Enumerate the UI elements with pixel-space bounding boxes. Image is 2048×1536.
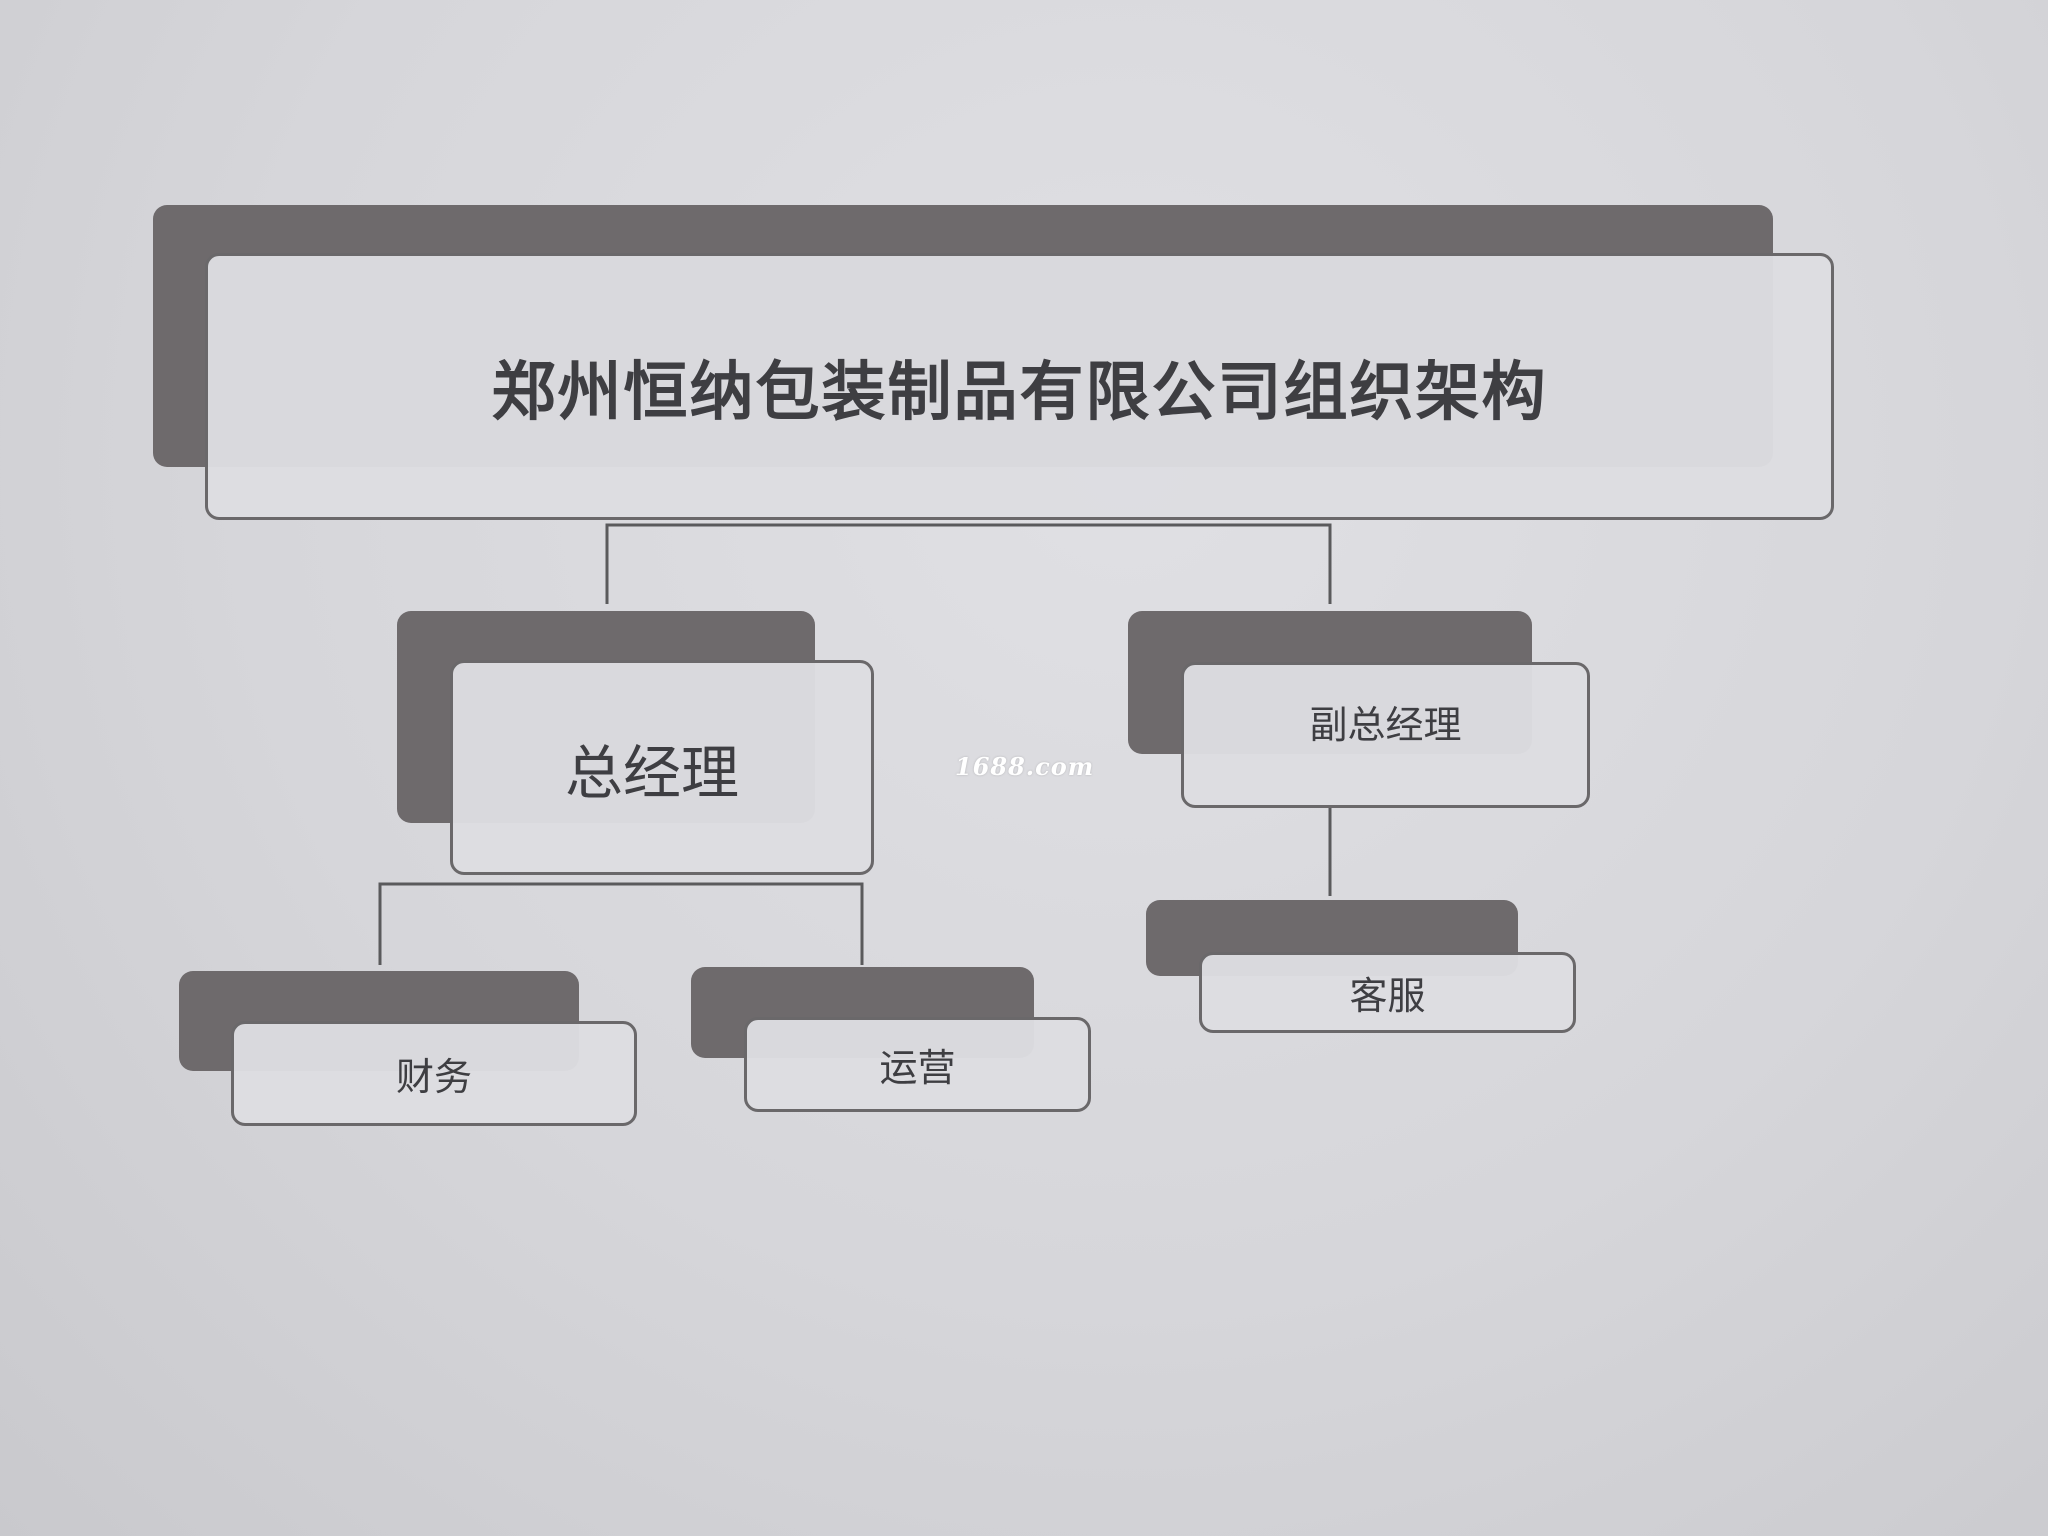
node-finance-label: 财务 [395, 1055, 472, 1099]
node-finance-face: 财务 [231, 1021, 637, 1126]
org-title-box-face: 郑州恒纳包装制品有限公司组织架构 [205, 253, 1834, 520]
org-title-box: 郑州恒纳包装制品有限公司组织架构 [153, 205, 1834, 520]
connector-title-to-managers [605, 523, 1332, 604]
node-deputy-general-manager-face: 副总经理 [1181, 662, 1590, 808]
node-deputy-general-manager-label: 副总经理 [1309, 702, 1462, 747]
node-general-manager-label: 总经理 [564, 738, 739, 807]
node-operations-label: 运营 [879, 1046, 956, 1090]
node-general-manager-face: 总经理 [450, 660, 874, 875]
node-finance: 财务 [179, 971, 637, 1126]
watermark-text: 1688.com [955, 752, 1095, 781]
node-customer-service-label: 客服 [1349, 974, 1426, 1018]
connector-gm-to-departments [378, 882, 864, 965]
node-operations: 运营 [691, 967, 1091, 1112]
node-operations-face: 运营 [744, 1017, 1091, 1112]
org-chart-title: 郑州恒纳包装制品有限公司组织架构 [491, 355, 1548, 430]
node-deputy-general-manager: 副总经理 [1128, 611, 1590, 808]
node-general-manager: 总经理 [397, 611, 874, 875]
node-customer-service-face: 客服 [1199, 952, 1576, 1033]
node-customer-service: 客服 [1146, 900, 1576, 1033]
